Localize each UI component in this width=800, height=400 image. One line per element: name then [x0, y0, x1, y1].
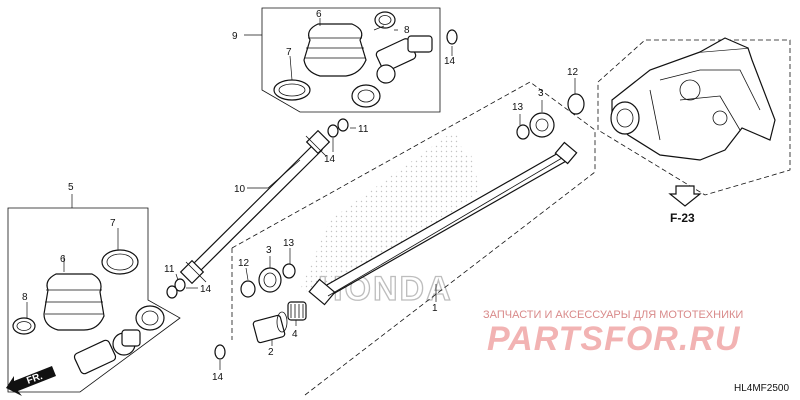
rings-11-14-bottom [166, 278, 186, 299]
part-number-3-upper: 3 [538, 88, 544, 99]
leader-lines [26, 18, 576, 370]
joint-left [73, 329, 141, 375]
seal-3-upper [529, 112, 555, 138]
upper-frame-line [231, 81, 596, 249]
clamp-7-top [273, 79, 311, 101]
spacer-2 [252, 311, 288, 344]
bottom-frame-line [304, 171, 596, 396]
assembly-frames [7, 7, 791, 396]
clamp-7-left [101, 249, 139, 275]
part-number-14-mid: 14 [324, 154, 336, 165]
front-direction-label: FR. [25, 371, 44, 387]
shaft-1 [308, 141, 578, 306]
group-9-kit [273, 11, 458, 108]
group-9-frame [261, 7, 441, 113]
part-number-14-bottom: 14 [212, 372, 224, 383]
reference-arrow-icon [668, 185, 702, 207]
final-drive-frame [597, 39, 791, 196]
part-number-4: 4 [292, 329, 298, 340]
ring-14-top [446, 29, 458, 45]
part-number-12-upper: 12 [567, 67, 579, 78]
seal-left [135, 305, 165, 331]
part-number-5: 5 [68, 182, 74, 193]
part-number-14-top: 14 [444, 56, 456, 67]
clamp-8-left [12, 317, 36, 335]
shaft-10 [179, 129, 331, 285]
seal-top [351, 84, 381, 108]
spring-4 [287, 301, 307, 321]
part-number-6-left: 6 [60, 254, 66, 265]
front-direction-arrow-icon: FR. [6, 366, 56, 396]
part-number-7-top: 7 [286, 47, 292, 58]
part-number-6-top: 6 [316, 9, 322, 20]
ring-13-upper [516, 124, 530, 140]
part-number-12-lower: 12 [238, 258, 250, 269]
part-number-13-upper: 13 [512, 102, 524, 113]
ring-14-left [214, 344, 226, 360]
ring-13-lower [282, 263, 296, 279]
final-drive-housing [610, 37, 776, 161]
part-number-2: 2 [268, 347, 274, 358]
part-number-8-top: 8 [404, 25, 410, 36]
part-number-10: 10 [234, 184, 246, 195]
watermark: ЗАПЧАСТИ И АКСЕССУАРЫ ДЛЯ МОТОТЕХНИКИ PA… [483, 309, 743, 358]
group-5-frame [7, 207, 181, 393]
part-number-1: 1 [432, 303, 438, 314]
watermark-brand: PARTSFOR.RU [487, 320, 741, 358]
honda-wing-logo: HONDA [300, 130, 480, 309]
group-5-kit [12, 249, 165, 375]
part-number-8-left: 8 [22, 292, 28, 303]
part-number-13-lower: 13 [283, 238, 295, 249]
part-number-3-lower: 3 [266, 245, 272, 256]
ring-12-lower [240, 280, 256, 298]
part-number-11-top: 11 [358, 124, 369, 135]
part-number-11-left: 11 [164, 264, 175, 275]
reference-f23: F-23 [670, 211, 695, 225]
clamp-8-top [374, 11, 396, 29]
part-number-9: 9 [232, 31, 238, 42]
joint-top [375, 35, 433, 84]
boot-6-left [43, 273, 105, 331]
boot-6-top [303, 23, 367, 77]
part-number-14-left: 14 [200, 284, 212, 295]
ring-12-upper [567, 93, 585, 115]
watermark-tagline: ЗАПЧАСТИ И АКСЕССУАРЫ ДЛЯ МОТОТЕХНИКИ [483, 309, 743, 321]
diagram-code: HL4MF2500 [734, 383, 789, 394]
rings-11-14-top [327, 118, 349, 138]
part-numbers: 9 6 8 7 14 11 14 10 5 6 7 8 11 14 3 12 1… [22, 9, 579, 383]
part-number-7-left: 7 [110, 218, 116, 229]
seal-3-lower [258, 267, 282, 293]
